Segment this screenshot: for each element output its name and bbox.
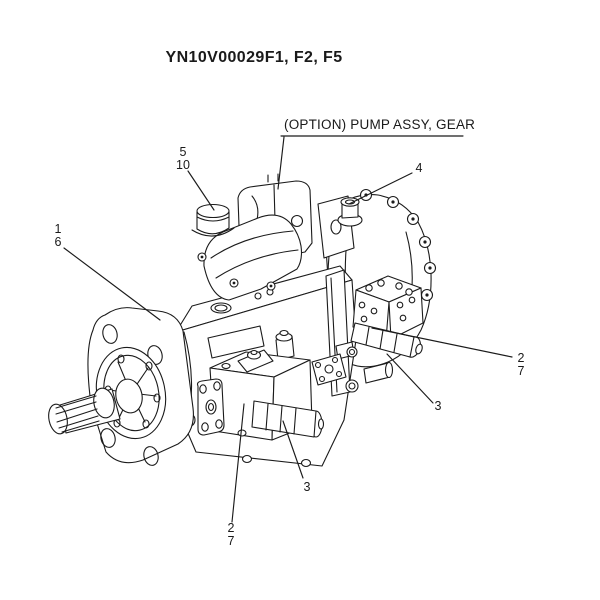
leader-callout-3-right <box>386 353 434 404</box>
leader-callout-2-7-right <box>371 327 513 358</box>
callout-4: 4 <box>416 162 423 175</box>
figure-title: YN10V00029F1, F2, F5 <box>165 49 343 66</box>
callout-number: 1 <box>54 222 62 236</box>
leader-callout-1-6 <box>63 247 161 321</box>
fitting-item4 <box>337 197 363 227</box>
spline-lines <box>55 395 100 433</box>
callout-3-right: 3 <box>435 400 442 413</box>
callout-5-10: 5 10 <box>176 146 190 172</box>
leader-callout-5-10 <box>187 170 215 211</box>
callout-3-bottom: 3 <box>304 481 311 494</box>
leader-option-label <box>277 136 285 190</box>
callout-1-6: 1 6 <box>55 223 62 249</box>
callout-number: 3 <box>434 399 442 413</box>
callout-number: 10 <box>176 158 190 172</box>
front-regulator <box>196 349 325 441</box>
leader-callout-3-bottom <box>282 420 304 479</box>
callout-number: 4 <box>415 161 423 175</box>
leader-callout-2-7-bottom <box>231 403 245 523</box>
leader-callout-4 <box>348 172 413 205</box>
valve-cluster <box>275 329 394 393</box>
leader-lines <box>63 135 513 523</box>
callout-number: 7 <box>227 534 235 548</box>
callout-number: 5 <box>179 145 187 159</box>
callout-number: 2 <box>517 351 525 365</box>
option-pump-label: (OPTION) PUMP ASSY, GEAR <box>284 117 476 132</box>
right-regulator <box>335 275 424 360</box>
callout-2-7-right: 2 7 <box>518 352 525 378</box>
callout-2-7-bottom: 2 7 <box>228 522 235 548</box>
callout-number: 3 <box>303 480 311 494</box>
callout-number: 2 <box>227 521 235 535</box>
swash-dome <box>197 214 303 301</box>
callout-number: 6 <box>54 235 62 249</box>
cap-plug <box>191 203 235 237</box>
mounting-flange <box>48 307 194 466</box>
callout-number: 7 <box>517 364 525 378</box>
